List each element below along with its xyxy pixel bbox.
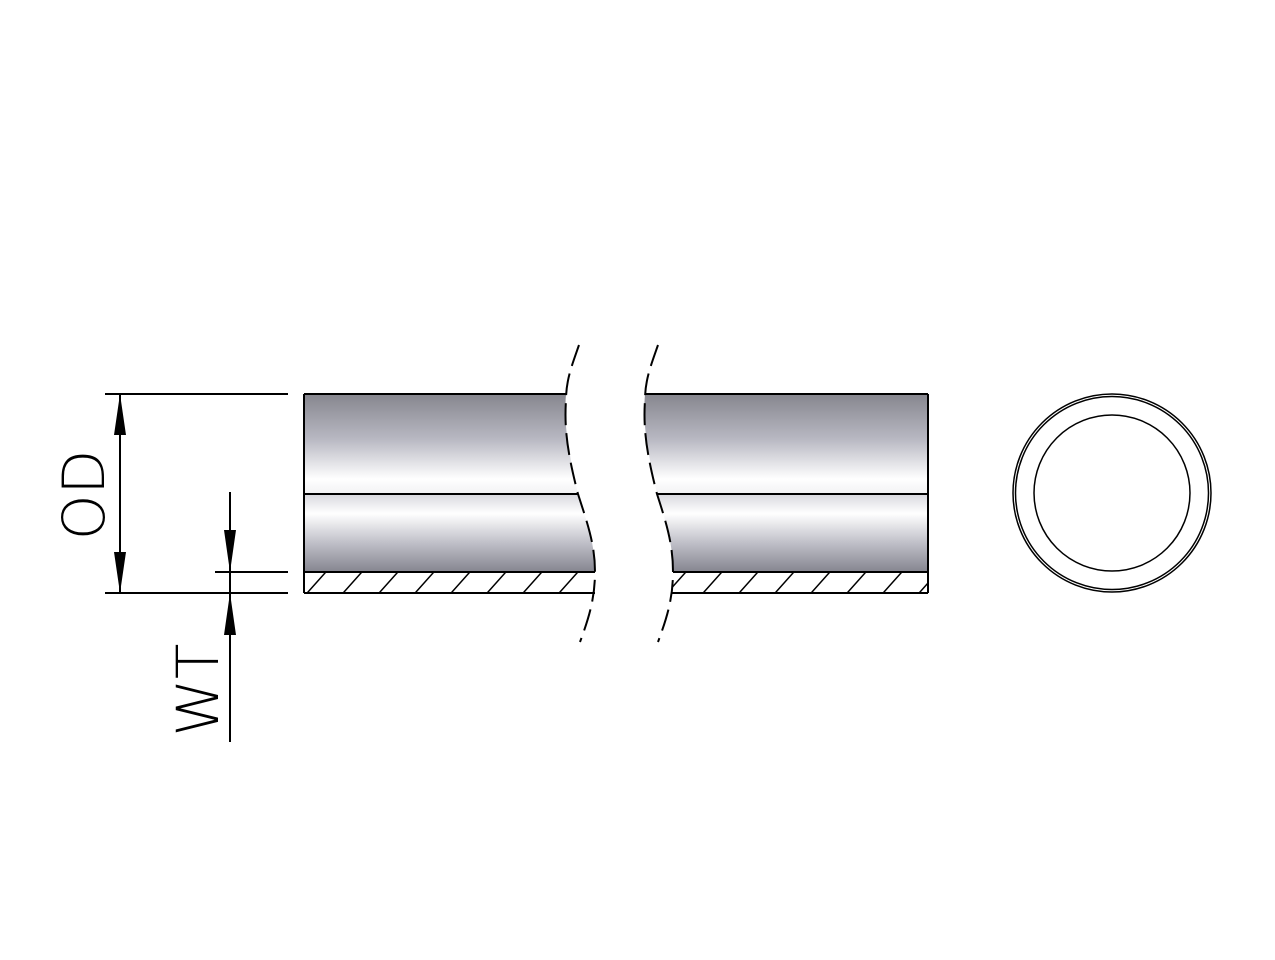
wt-label: WT — [164, 644, 232, 737]
section-hatch-left — [306, 572, 595, 593]
od-arrowheads — [114, 394, 126, 593]
tube-end-view — [1012, 393, 1212, 593]
tube-right-segment — [644, 393, 929, 594]
wt-arrowheads — [224, 530, 236, 635]
tube-left-segment — [303, 393, 595, 594]
od-dimension: OD — [50, 393, 288, 594]
od-label: OD — [50, 450, 118, 540]
section-hatch-right — [672, 572, 928, 593]
wt-dimension: WT — [164, 492, 288, 742]
break-lines — [564, 344, 675, 643]
